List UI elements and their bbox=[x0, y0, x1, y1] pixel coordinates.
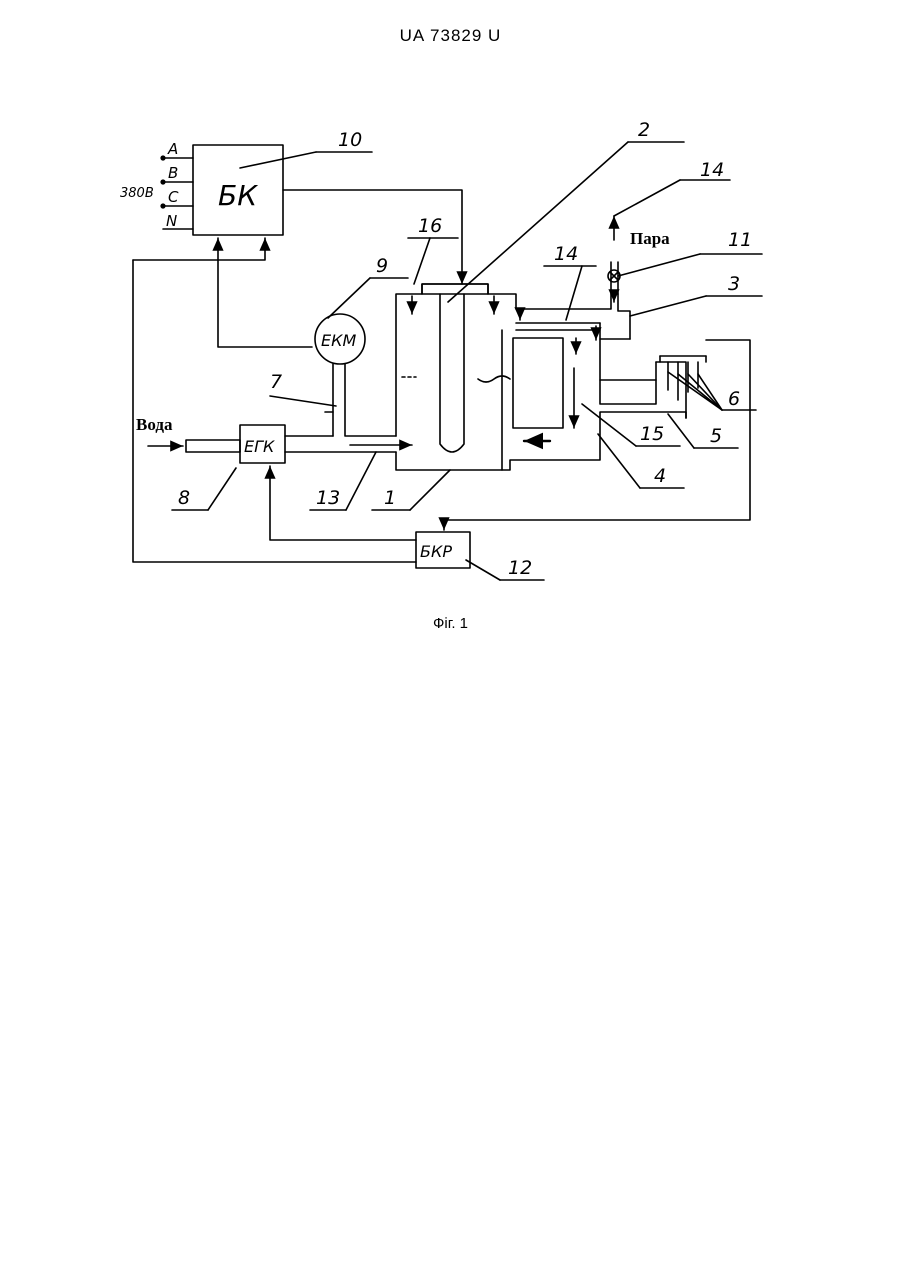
callout-6: 6 bbox=[728, 388, 740, 410]
phase-a-label: A bbox=[167, 140, 178, 158]
water-label: Вода bbox=[136, 415, 173, 434]
callout-14: 14 bbox=[554, 243, 578, 265]
phase-b-label: B bbox=[168, 164, 178, 182]
callout-3: 3 bbox=[728, 273, 740, 295]
connecting-pipe bbox=[600, 380, 656, 404]
egk-label: ЕГК bbox=[244, 437, 275, 456]
callout-13: 13 bbox=[316, 487, 340, 509]
bk-label: БК bbox=[218, 179, 258, 212]
callout-5: 5 bbox=[710, 425, 722, 447]
voltage-label: 380В bbox=[120, 186, 154, 201]
internal-chamber bbox=[513, 338, 563, 428]
callout-10: 10 bbox=[338, 129, 362, 151]
steam-label: Пара bbox=[630, 229, 670, 248]
callout-7: 7 bbox=[270, 371, 282, 393]
callout-4: 4 bbox=[654, 465, 666, 487]
electrodes-to-bkr-line bbox=[444, 340, 750, 530]
figure-caption: Фіг. 1 bbox=[0, 615, 901, 632]
heater-element bbox=[440, 294, 464, 452]
bkr-label: БКР bbox=[420, 542, 452, 561]
callout-16: 16 bbox=[418, 215, 442, 237]
callout-9: 9 bbox=[376, 255, 388, 277]
ekm-label: ЕКМ bbox=[321, 331, 356, 350]
phase-n-label: N bbox=[166, 212, 177, 230]
phase-c-label: C bbox=[168, 188, 179, 206]
callout-11: 11 bbox=[728, 229, 752, 251]
callout-2: 2 bbox=[638, 119, 650, 141]
callout-15: 15 bbox=[640, 423, 664, 445]
callout-1: 1 bbox=[384, 487, 396, 509]
bkr-to-bk-return-line bbox=[133, 260, 416, 562]
callout-12: 12 bbox=[508, 557, 532, 579]
callout-14-top: 14 bbox=[700, 159, 724, 181]
callout-8: 8 bbox=[178, 487, 190, 509]
bk-input-from-bkr bbox=[133, 238, 265, 260]
bk-to-heater-line bbox=[283, 190, 462, 284]
